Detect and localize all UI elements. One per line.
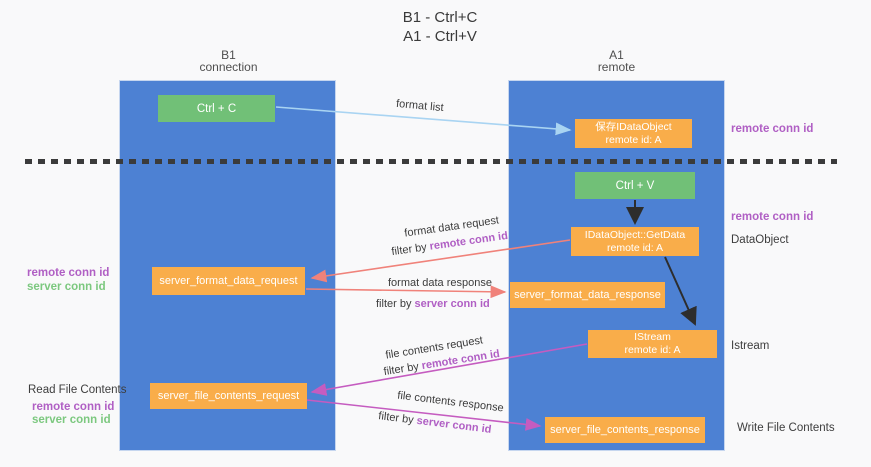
node-istream: IStream remote id: A — [588, 330, 717, 358]
annotation-remote-conn-id-mid: remote conn id — [731, 211, 814, 223]
node-server-file-contents-response-label: server_file_contents_response — [550, 424, 700, 436]
lane-b1-role: connection — [199, 60, 258, 74]
node-server-file-contents-request-label: server_file_contents_request — [157, 390, 300, 402]
filter-value-server-conn-id: server conn id — [415, 414, 493, 436]
filter-by-text: filter by — [390, 241, 428, 259]
node-server-format-data-response: server_format_data_response — [510, 282, 665, 308]
lane-b1-name: B1 — [221, 48, 236, 62]
annotation-remote-conn-id-top: remote conn id — [731, 123, 814, 135]
filter-by-text: filter by — [376, 298, 412, 310]
edge-label-format-data-response-filter: filter by server conn id — [376, 298, 490, 310]
diagram-title-line1: B1 - Ctrl+C — [402, 9, 478, 26]
edge-label-format-data-response: format data response — [388, 277, 492, 289]
node-idataobject-getdata-line1: IDataObject::GetData — [584, 228, 686, 241]
annotation-left-remote-conn-id-1: remote conn id — [27, 267, 110, 279]
annotation-write-file-contents: Write File Contents — [737, 422, 835, 434]
node-server-format-data-response-label: server_format_data_response — [514, 289, 661, 301]
node-save-idataobject-line1: 保存IDataObject — [595, 120, 672, 133]
node-ctrl-v: Ctrl + V — [575, 172, 695, 199]
filter-by-text: filter by — [382, 360, 420, 379]
diagram-title: B1 - Ctrl+C A1 - Ctrl+V — [340, 8, 540, 46]
annotation-dataobject: DataObject — [731, 234, 789, 246]
lane-a1-role: remote — [597, 60, 636, 74]
edge-label-file-contents-response: file contents response — [396, 389, 505, 415]
node-idataobject-getdata-line2: remote id: A — [606, 241, 664, 254]
node-istream-line1: IStream — [634, 331, 671, 343]
lane-header-b1: B1 connection — [120, 49, 337, 73]
lane-a1-name: A1 — [609, 48, 624, 62]
node-server-file-contents-response: server_file_contents_response — [545, 417, 705, 443]
lane-header-a1: A1 remote — [508, 49, 725, 73]
node-server-format-data-request-label: server_format_data_request — [159, 275, 298, 287]
node-istream-line2: remote id: A — [624, 344, 681, 356]
annotation-left-server-conn-id-1: server conn id — [27, 281, 106, 293]
node-save-idataobject: 保存IDataObject remote id: A — [575, 119, 692, 148]
annotation-read-file-contents: Read File Contents — [28, 384, 127, 396]
filter-value-server-conn-id: server conn id — [414, 298, 490, 310]
node-ctrl-v-label: Ctrl + V — [615, 179, 655, 192]
annotation-left-server-conn-id-2: server conn id — [32, 414, 111, 426]
edge-label-file-contents-response-filter: filter by server conn id — [378, 410, 492, 436]
node-server-file-contents-request: server_file_contents_request — [150, 383, 307, 409]
edge-label-format-list: format list — [395, 97, 445, 115]
node-idataobject-getdata: IDataObject::GetData remote id: A — [571, 227, 699, 256]
node-save-idataobject-line2: remote id: A — [605, 133, 662, 146]
annotation-left-remote-conn-id-2: remote conn id — [32, 401, 115, 413]
node-ctrl-c-label: Ctrl + C — [196, 102, 237, 115]
diagram-title-line2: A1 - Ctrl+V — [403, 28, 477, 45]
node-ctrl-c: Ctrl + C — [158, 95, 275, 122]
node-server-format-data-request: server_format_data_request — [152, 267, 305, 295]
annotation-istream: Istream — [731, 340, 770, 352]
filter-by-text: filter by — [377, 410, 415, 427]
session-divider-dashed-line — [25, 159, 837, 164]
